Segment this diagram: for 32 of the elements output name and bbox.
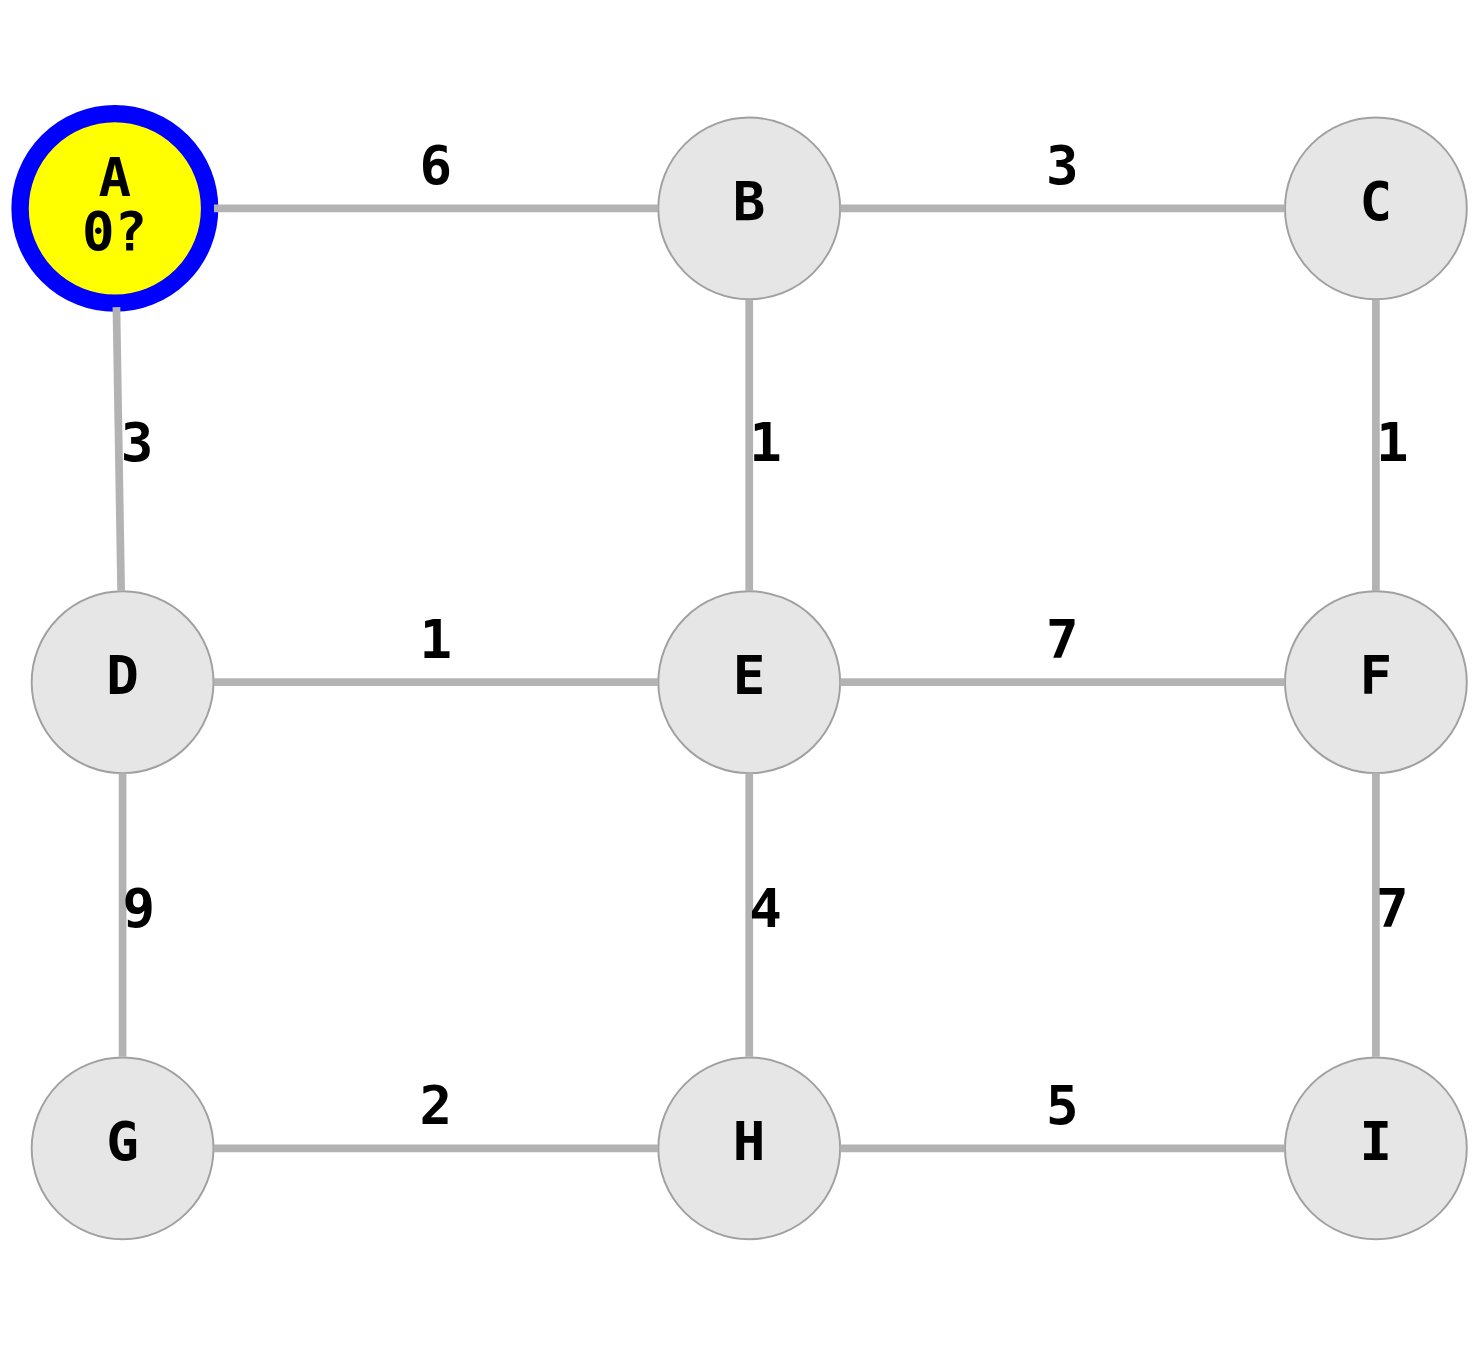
edge-label: 7	[1375, 876, 1409, 940]
connector	[745, 299, 754, 592]
edge-label: 1	[419, 607, 453, 671]
edge-label: 2	[419, 1073, 453, 1137]
connector	[213, 678, 658, 687]
node-circle: E	[657, 590, 842, 775]
edge-label: 5	[1046, 1073, 1079, 1137]
connector	[213, 204, 658, 213]
node-circle: I	[1284, 1056, 1468, 1241]
edge-label: 1	[1375, 410, 1409, 474]
connector	[840, 678, 1285, 687]
node-circle: G	[30, 1056, 215, 1241]
edge-label: 1	[749, 410, 782, 474]
node-circle: D	[30, 590, 215, 775]
node-circle: C	[1284, 116, 1468, 301]
node-circle: A 0?	[11, 104, 219, 312]
node-circle: H	[657, 1056, 842, 1241]
edge-label: 3	[120, 410, 154, 474]
connector	[118, 773, 127, 1057]
connector	[1372, 299, 1380, 592]
node-circle: B	[657, 116, 842, 301]
connector	[1372, 773, 1380, 1057]
connector	[745, 773, 754, 1057]
node-circle: F	[1284, 590, 1468, 775]
connector	[840, 204, 1285, 213]
edge-label: 7	[1046, 607, 1079, 671]
connector	[840, 1144, 1285, 1153]
edge-label: 3	[1046, 134, 1079, 198]
connector	[213, 1144, 658, 1153]
edge-label: 9	[122, 876, 156, 940]
edge-label: 6	[419, 134, 453, 198]
edge-label: 4	[749, 876, 782, 940]
